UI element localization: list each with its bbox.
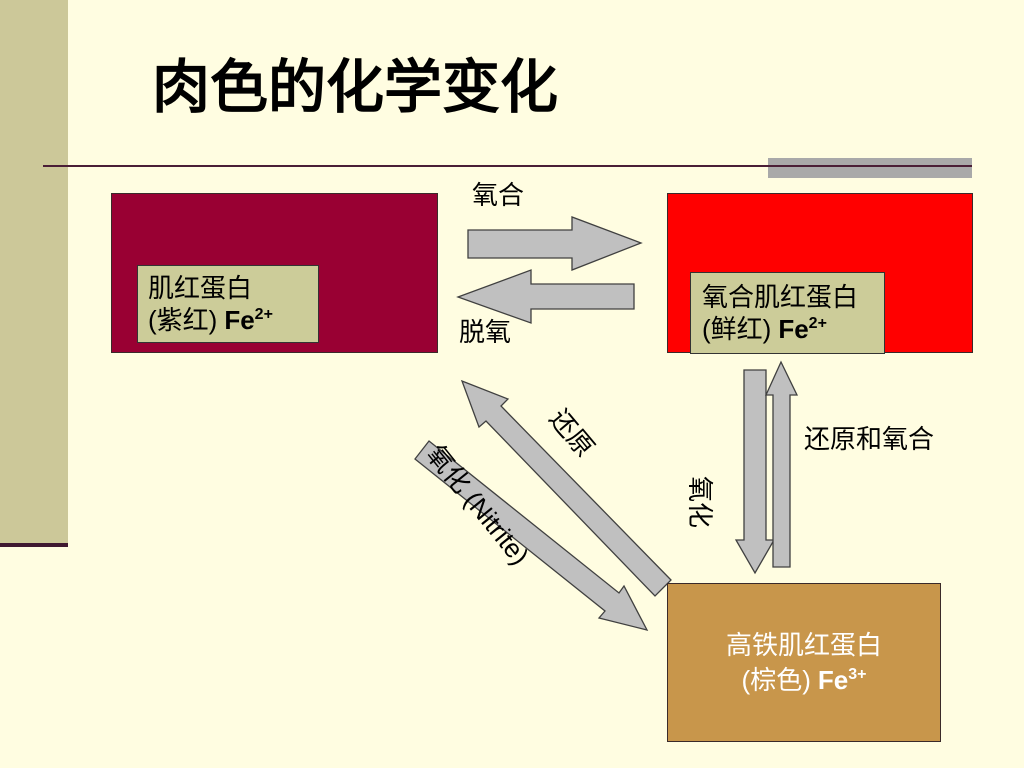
arrow-nitrite-oxidation [414, 440, 649, 631]
oxymyoglobin-iron-symbol: Fe [778, 314, 809, 344]
myoglobin-iron-charge: 2+ [254, 306, 273, 323]
oxidation-label: 氧化 [685, 475, 715, 529]
oxymyoglobin-label: 氧合肌红蛋白 (鲜红)Fe2+ [690, 272, 885, 354]
metmyoglobin-name: 高铁肌红蛋白 [725, 629, 882, 660]
arrow-reduction [460, 379, 672, 597]
reduction-and-oxygenation-label: 还原和氧合 [804, 424, 935, 454]
metmyoglobin-iron-charge: 3+ [848, 665, 867, 683]
title-rule [43, 165, 972, 167]
myoglobin-formula: (紫红)Fe2+ [148, 304, 308, 336]
oxymyoglobin-color-label: (鲜红) [702, 314, 772, 344]
myoglobin-name: 肌红蛋白 [148, 273, 253, 303]
metmyoglobin-box: 高铁肌红蛋白 (棕色)Fe3+ [667, 583, 941, 742]
metmyoglobin-formula: (棕色)Fe3+ [742, 663, 867, 698]
arrow-deoxygenation [456, 269, 635, 324]
oxymyoglobin-iron-charge: 2+ [808, 315, 827, 332]
slide-title: 肉色的化学变化 [152, 55, 559, 120]
deoxygenation-label: 脱氧 [459, 317, 512, 347]
myoglobin-label: 肌红蛋白 (紫红)Fe2+ [137, 265, 319, 343]
myoglobin-iron-symbol: Fe [224, 305, 255, 335]
arrow-oxidation-down [734, 369, 776, 575]
arrow-oxygenation [467, 216, 643, 271]
left-band-underline [0, 543, 68, 547]
oxymyoglobin-formula: (鲜红)Fe2+ [702, 313, 873, 345]
oxymyoglobin-name: 氧合肌红蛋白 [702, 282, 859, 312]
myoglobin-color-label: (紫红) [148, 305, 218, 335]
arrow-reduction-oxygenation-up [764, 360, 799, 568]
left-accent-band [0, 0, 68, 544]
oxygenation-label: 氧合 [472, 180, 525, 210]
metmyoglobin-color-label: (棕色) [741, 664, 811, 695]
title-rule-gray-block [768, 158, 972, 178]
metmyoglobin-iron-symbol: Fe [817, 664, 849, 695]
